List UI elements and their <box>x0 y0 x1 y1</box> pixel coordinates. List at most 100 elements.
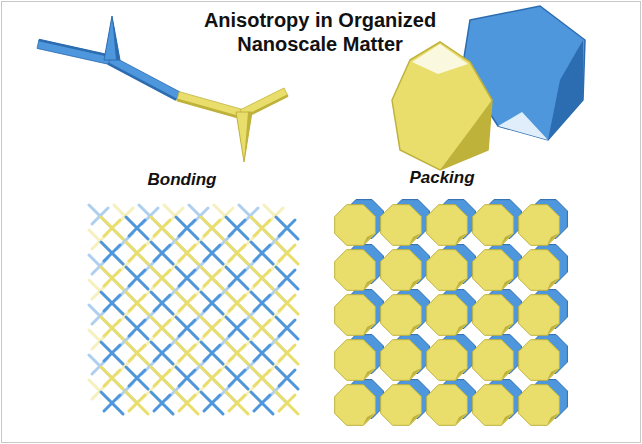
polyhedron <box>427 340 468 381</box>
tetrapod-arm <box>129 303 137 311</box>
polyhedron <box>519 385 560 426</box>
tetrapod-arm <box>237 378 248 389</box>
tetrapod-arm <box>287 253 298 264</box>
tetrapod-arm <box>150 366 161 377</box>
tetrapod-arm <box>287 228 298 239</box>
polyhedron <box>519 295 560 336</box>
title: Anisotropy in Organized Nanoscale Matter <box>170 8 470 56</box>
tetrapod-arm <box>254 378 262 386</box>
tetrapod-arm <box>276 242 287 253</box>
tetrapod <box>201 342 223 364</box>
tetrapod <box>101 292 123 314</box>
tetrapod-arm <box>125 391 136 402</box>
tetrapod-arm <box>287 353 298 364</box>
tetrapod-arm <box>287 303 298 314</box>
tetrapod <box>101 267 123 289</box>
tetrapod <box>201 317 223 339</box>
tetrapod-arm <box>101 367 112 378</box>
tetrapod-arm <box>187 278 198 289</box>
tetrapod-arm <box>175 208 183 216</box>
tetrapod-arm <box>154 303 162 311</box>
tetrapod-arm <box>187 378 198 389</box>
tetrapod-arm <box>150 216 161 227</box>
tetrapod <box>276 367 298 389</box>
tetrapod-arm <box>250 216 261 227</box>
tetrapod-arm <box>201 317 212 328</box>
tetrapod-arm <box>287 395 295 403</box>
section-label: Packing <box>382 168 502 188</box>
tetrapod-arm <box>104 228 112 236</box>
tetrapod-arm <box>287 220 295 228</box>
tetrapod-arm <box>154 353 162 361</box>
polyhedron <box>473 205 514 246</box>
facet <box>455 323 467 335</box>
tetrapod-arm <box>250 266 261 277</box>
tetrapod-arm <box>229 403 237 411</box>
tetrapod-arm <box>262 320 270 328</box>
tetrapod-arm <box>204 353 212 361</box>
tetrapod-arm <box>237 245 245 253</box>
tetrapod-arm <box>229 328 237 336</box>
tetrapod-arm <box>237 295 245 303</box>
tetrapod-arm <box>262 353 273 364</box>
tetrapod <box>226 317 248 339</box>
tetrapod-arm <box>129 228 137 236</box>
tetrapod-arm <box>187 320 195 328</box>
tetrapod <box>226 217 248 239</box>
tetrapod-arm <box>126 267 137 278</box>
tetrapod-arm <box>100 391 111 402</box>
tetrapod-arm <box>189 205 200 216</box>
tetrapod-arm <box>112 245 120 253</box>
title-slot: Anisotropy in Organized Nanoscale Matter <box>170 8 470 56</box>
tetrapod-arm <box>151 367 162 378</box>
tetrapod <box>226 342 248 364</box>
tetrapod-arm <box>151 267 162 278</box>
facet <box>412 44 468 74</box>
tetrapod-arm <box>137 228 148 239</box>
tetrapod-arm <box>101 392 112 403</box>
tetrapod-arm <box>262 345 270 353</box>
tetrapod-arm <box>129 328 137 336</box>
tetrapod-arm <box>162 295 170 303</box>
tetrapod-arm <box>151 392 162 403</box>
tetrapod-arm <box>275 366 286 377</box>
tetrapod-arm <box>175 316 186 327</box>
tetrapod-arm <box>100 241 111 252</box>
tetrapod-arm <box>179 253 187 261</box>
tetrapod-arm <box>137 295 145 303</box>
tetrapod-arm <box>250 208 258 216</box>
tetrapod-arm <box>279 228 287 236</box>
tetrapod-arm <box>287 403 298 414</box>
tetrapod-arm <box>92 366 100 374</box>
tetrapod-arm <box>262 370 270 378</box>
tetrapod-arm <box>125 366 136 377</box>
tetrapod-arm <box>176 317 187 328</box>
polyhedron <box>427 385 468 426</box>
tetrapod-arm <box>250 366 261 377</box>
tetrapod-arm <box>89 330 100 341</box>
facet <box>409 413 421 425</box>
polyhedron <box>335 340 376 381</box>
tetrapod-arm <box>287 278 298 289</box>
tetrapod-arm <box>89 355 100 366</box>
tetrapod-arm <box>262 253 273 264</box>
tetrapod-arm <box>204 303 212 311</box>
tetrapod <box>251 367 273 389</box>
tetrapod-arm <box>237 278 248 289</box>
polyhedron <box>519 205 560 246</box>
tetrapod-arm <box>154 403 162 411</box>
tetrapod-arm <box>112 278 123 289</box>
tetrapod-arm <box>126 242 137 253</box>
tetrapod-arm <box>89 280 100 291</box>
tetrapod-arm <box>92 341 100 349</box>
tetrapod-arm <box>92 216 100 224</box>
tetrapod-arm <box>226 342 237 353</box>
tetrapod-arm <box>137 253 148 264</box>
tetrapod-arm <box>126 342 137 353</box>
tetrapod-arm <box>187 303 198 314</box>
tetrapod-arm <box>254 403 262 411</box>
tetrapod-arm <box>162 345 170 353</box>
tetrapod <box>176 217 198 239</box>
tetrapod-arm <box>100 291 111 302</box>
tetrapod-arm <box>104 278 112 286</box>
